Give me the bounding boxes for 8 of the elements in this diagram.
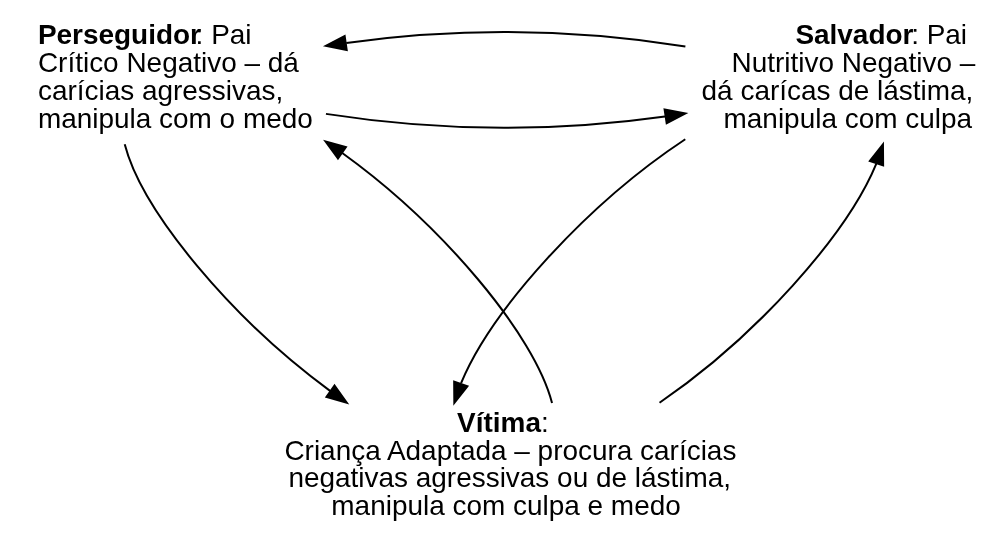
node-text: Salvador: Pai Nutritivo Negativo – dá carícas de lástima, manipula com culpa bbox=[701, 19, 976, 135]
arrow bbox=[323, 139, 554, 404]
arrow bbox=[324, 108, 689, 129]
arrow bbox=[322, 31, 687, 52]
arrow bbox=[453, 138, 687, 406]
arrow bbox=[123, 143, 350, 405]
arrow bbox=[658, 141, 885, 404]
node-text: Vítima: Criança Adaptada – procura carícias negativas agressivas ou de lástima, manipula com culpa e medo bbox=[284, 406, 737, 522]
